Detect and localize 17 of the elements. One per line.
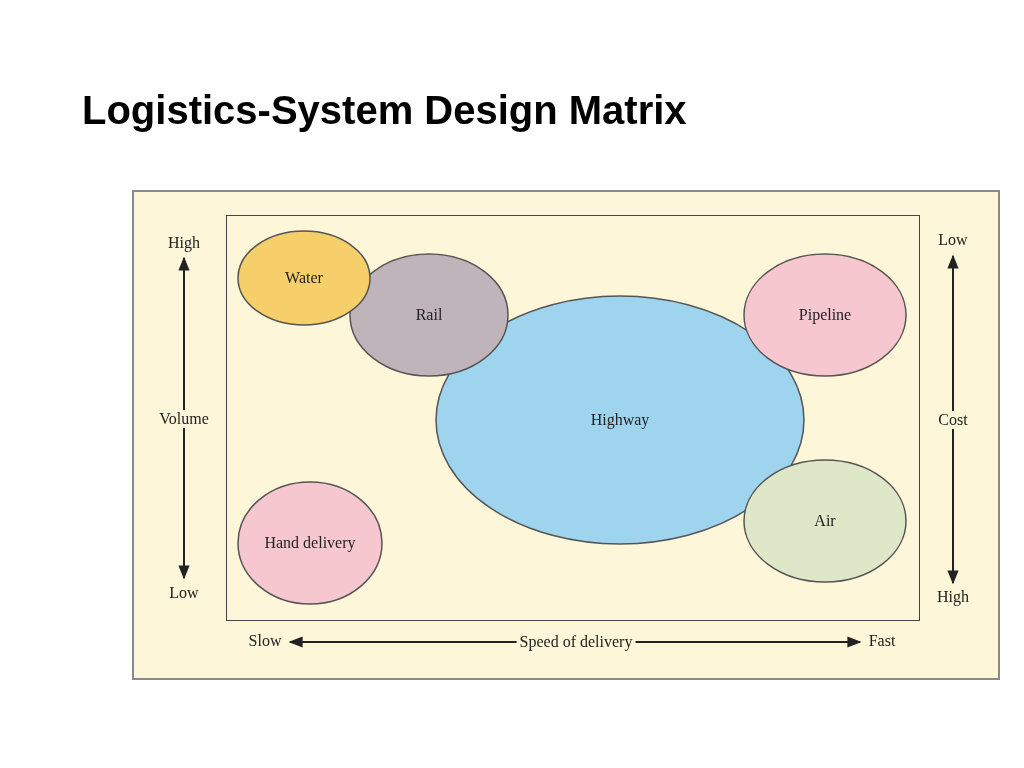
axis-title: Speed of delivery	[516, 633, 636, 651]
transport-mode-ellipse	[237, 481, 383, 605]
title: Logistics-System Design Matrix	[82, 88, 687, 133]
axis-end-label: High	[934, 588, 972, 606]
mode-label: Air	[814, 510, 836, 531]
transport-mode-ellipse	[743, 253, 907, 377]
mode-label: Pipeline	[798, 304, 852, 326]
axis-title: Volume	[156, 410, 212, 428]
mode-label: Highway	[590, 409, 650, 431]
axis-end-label: High	[165, 234, 203, 252]
axis-title: Cost	[935, 411, 971, 429]
mode-label: Hand delivery	[264, 532, 356, 554]
mode-label: Rail	[415, 304, 443, 325]
transport-mode-ellipse	[237, 230, 371, 326]
mode-label: Water	[285, 267, 323, 288]
transport-mode-ellipse	[743, 459, 907, 583]
transport-mode-ellipse	[349, 253, 509, 377]
